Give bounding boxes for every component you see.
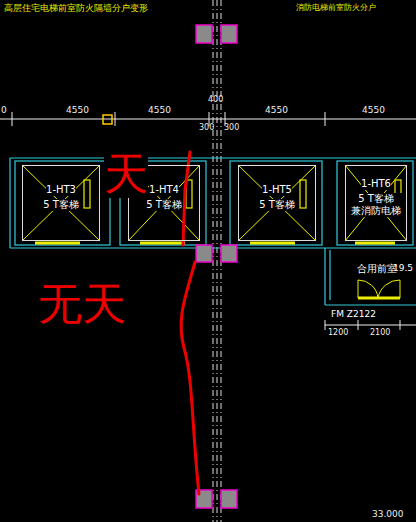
dimension: 4550 [66,106,89,116]
dimension: 4550 [148,106,171,116]
dimension: 300 [224,124,239,133]
elevator-id: 1-HT3 [46,184,76,196]
dimension: 300 [199,124,214,133]
dimension: 400 [208,96,223,105]
elevator-id: 1-HT4 [149,184,179,196]
dimension: 4550 [362,106,385,116]
room-area: 19.5 [393,264,413,274]
dimension: 2100 [370,329,390,338]
note: 消防电梯前室防火分户 [296,4,376,13]
elevator-type: 5 T客梯 [259,199,295,211]
elevator-type: 5 T客梯 兼消防电梯 [349,193,403,217]
dimension: 1200 [328,329,348,338]
door-tag: FM Z2122 [331,310,376,320]
elevator-id: 1-HT6 [361,178,391,190]
handwritten-mark: 天 [104,150,148,198]
elevator-id: 1-HT5 [262,184,292,196]
elevator-shaft: 1-HT5 5 T客梯 [238,165,316,241]
elevator-id: 合用前室 [357,263,397,275]
elevator-shaft: 1-HT3 5 T客梯 [22,165,100,241]
dimension: 0 [1,106,7,116]
elevator-shaft: 1-HT6 5 T客梯 兼消防电梯 [345,165,407,241]
dimension: 4550 [265,106,288,116]
elevator-type: 5 T客梯 [43,199,79,211]
room-label: 合用前室 [355,263,399,275]
elevation: 33.000 [372,510,404,520]
elevator-type: 5 T客梯 [146,199,182,211]
handwritten-mark: 无天 [38,280,126,328]
note: 高层住宅电梯前室防火隔墙分户变形 [4,4,148,14]
